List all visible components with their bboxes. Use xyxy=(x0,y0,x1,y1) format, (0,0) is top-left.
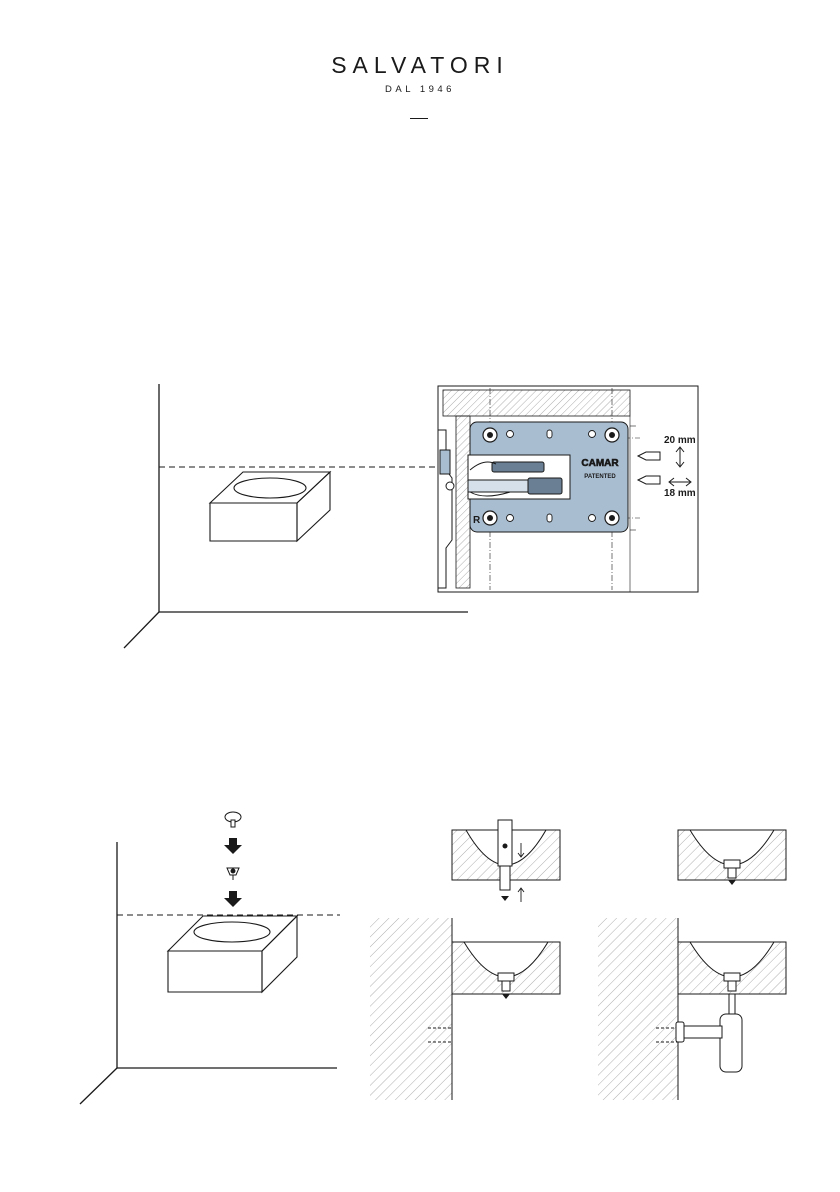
section-drain-installed xyxy=(678,830,786,885)
dimension-18mm: 18 mm xyxy=(664,488,696,499)
bracket-corner-letter: R xyxy=(473,515,481,526)
section-wall-mounted xyxy=(370,918,560,1100)
bracket-logo: CAMAR xyxy=(581,458,619,469)
drain-body-icon xyxy=(227,868,239,880)
down-arrow-icon xyxy=(224,891,242,907)
step1-basin xyxy=(210,472,330,541)
down-arrow-icon xyxy=(224,838,242,854)
bracket-patent: PATENTED xyxy=(584,474,616,480)
drain-cap-icon xyxy=(225,812,241,827)
step2-basin xyxy=(168,916,297,992)
section-with-trap xyxy=(598,918,786,1100)
bracket-detail: CAMAR PATENTED R 20 mm 18 mm xyxy=(438,386,698,592)
trap-icon xyxy=(676,994,742,1072)
dimension-20mm: 20 mm xyxy=(664,435,696,446)
step1-room-scene xyxy=(124,384,468,648)
section-install-drain xyxy=(452,820,560,902)
step2-room-scene xyxy=(80,842,340,1104)
